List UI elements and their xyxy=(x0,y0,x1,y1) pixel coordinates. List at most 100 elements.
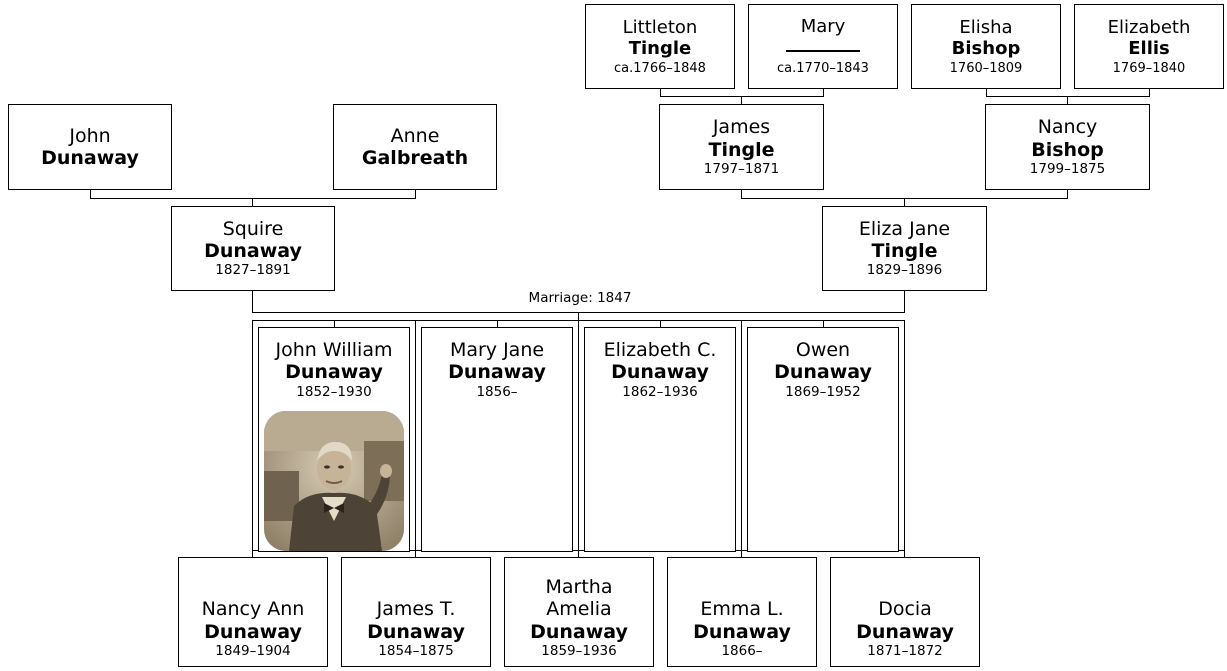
person-box-emma-l-dunaway[interactable]: Emma L. Dunaway 1866– xyxy=(667,557,817,667)
person-box-littleton-tingle[interactable]: Littleton Tingle ca.1766–1848 xyxy=(585,4,735,89)
life-dates: 1827–1891 xyxy=(215,262,291,279)
person-box-james-tingle[interactable]: James Tingle 1797–1871 xyxy=(659,104,824,190)
connector xyxy=(904,290,905,312)
given-name: John xyxy=(69,124,111,147)
given-name: Squire xyxy=(222,217,284,240)
connector xyxy=(741,550,742,558)
life-dates: 1852–1930 xyxy=(296,383,372,400)
given-name: Nancy Ann xyxy=(201,598,305,621)
person-box-nancy-bishop[interactable]: Nancy Bishop 1799–1875 xyxy=(985,104,1150,190)
given-name: Owen xyxy=(795,339,851,361)
connector xyxy=(986,96,1150,97)
given-name: Emma L. xyxy=(700,598,784,621)
life-dates: ca.1770–1843 xyxy=(777,61,869,77)
children-frame xyxy=(252,320,905,551)
life-dates: 1866– xyxy=(721,643,763,660)
surname: Bishop xyxy=(951,38,1021,60)
surname: Dunaway xyxy=(204,240,302,263)
connector xyxy=(252,290,253,312)
person-box-mary[interactable]: Mary ca.1770–1843 xyxy=(748,4,898,89)
connector xyxy=(90,189,91,198)
connector xyxy=(741,96,742,104)
given-name: Elisha xyxy=(959,17,1013,39)
given-name: James T. xyxy=(376,598,456,621)
connector xyxy=(415,189,416,198)
person-box-james-t-dunaway[interactable]: James T. Dunaway 1854–1875 xyxy=(341,557,491,667)
surname: Dunaway xyxy=(530,620,628,643)
surname: Dunaway xyxy=(41,147,139,169)
person-box-elizabeth-ellis[interactable]: Elizabeth Ellis 1769–1840 xyxy=(1074,4,1224,89)
given-name: Littleton xyxy=(622,17,698,39)
life-dates: 1869–1952 xyxy=(785,383,861,400)
connector xyxy=(904,198,905,206)
connector xyxy=(823,88,824,96)
given-name: Elizabeth C. xyxy=(603,339,717,361)
connector xyxy=(497,320,498,328)
life-dates: 1854–1875 xyxy=(378,643,454,660)
connector xyxy=(660,88,661,96)
surname: Dunaway xyxy=(204,620,302,643)
life-dates: ca.1766–1848 xyxy=(614,60,706,76)
connector xyxy=(1067,96,1068,104)
person-box-martha-amelia-dunaway[interactable]: Martha Amelia Dunaway 1859–1936 xyxy=(504,557,654,667)
life-dates: 1862–1936 xyxy=(622,383,698,400)
life-dates: 1859–1936 xyxy=(541,643,617,660)
connector xyxy=(1067,189,1068,198)
given-name-line1: Martha xyxy=(545,575,613,598)
person-box-docia-dunaway[interactable]: Docia Dunaway 1871–1872 xyxy=(830,557,980,667)
person-box-elizabeth-c-dunaway[interactable]: Elizabeth C. Dunaway 1862–1936 xyxy=(584,327,736,552)
surname: Dunaway xyxy=(285,361,383,384)
life-dates: 1849–1904 xyxy=(215,643,291,660)
given-name: Nancy xyxy=(1037,116,1098,139)
connector xyxy=(660,96,824,97)
given-name: Eliza Jane xyxy=(858,217,951,240)
given-name: Mary xyxy=(800,16,846,38)
marriage-label: Marriage: 1847 xyxy=(500,290,660,306)
connector xyxy=(823,320,824,328)
person-box-anne-galbreath[interactable]: Anne Galbreath xyxy=(333,104,497,190)
connector xyxy=(986,88,987,96)
given-name: Docia xyxy=(878,598,932,621)
connector xyxy=(90,198,416,199)
given-name: John William xyxy=(275,339,393,361)
life-dates: 1829–1896 xyxy=(866,262,943,279)
person-box-john-william-dunaway[interactable]: John William Dunaway 1852–1930 xyxy=(258,327,410,552)
person-box-elisha-bishop[interactable]: Elisha Bishop 1760–1809 xyxy=(911,4,1061,89)
given-name: Elizabeth xyxy=(1107,17,1191,39)
surname: Dunaway xyxy=(693,620,791,643)
person-box-owen-dunaway[interactable]: Owen Dunaway 1869–1952 xyxy=(747,327,899,552)
life-dates: 1760–1809 xyxy=(949,60,1023,76)
frame-divider xyxy=(415,320,416,551)
person-box-mary-jane-dunaway[interactable]: Mary Jane Dunaway 1856– xyxy=(421,327,573,552)
connector xyxy=(1149,88,1150,96)
life-dates: 1871–1872 xyxy=(867,643,943,660)
surname: Galbreath xyxy=(361,147,469,169)
frame-divider xyxy=(741,320,742,551)
given-name-line2: Amelia xyxy=(546,598,612,621)
connector xyxy=(578,312,579,558)
surname: Dunaway xyxy=(367,620,465,643)
person-box-eliza-jane-tingle[interactable]: Eliza Jane Tingle 1829–1896 xyxy=(822,206,987,291)
connector xyxy=(252,198,253,206)
surname: Dunaway xyxy=(448,361,546,384)
life-dates: 1799–1875 xyxy=(1029,160,1106,177)
connector xyxy=(334,320,335,328)
given-name: James xyxy=(712,116,771,139)
person-box-john-dunaway[interactable]: John Dunaway xyxy=(8,104,172,190)
surname: Tingle xyxy=(871,240,938,263)
connector xyxy=(660,320,661,328)
unknown-surname-line xyxy=(786,37,860,53)
life-dates: 1797–1871 xyxy=(703,160,780,177)
surname: Ellis xyxy=(1128,38,1170,60)
connector xyxy=(415,550,416,558)
person-box-squire-dunaway[interactable]: Squire Dunaway 1827–1891 xyxy=(171,206,335,291)
surname: Dunaway xyxy=(774,361,872,384)
connector xyxy=(741,189,742,198)
surname: Dunaway xyxy=(611,361,709,384)
life-dates: 1856– xyxy=(476,383,518,400)
portrait-photo[interactable] xyxy=(264,410,404,551)
surname: Bishop xyxy=(1031,138,1104,161)
person-box-nancy-ann-dunaway[interactable]: Nancy Ann Dunaway 1849–1904 xyxy=(178,557,328,667)
surname: Tingle xyxy=(708,138,775,161)
surname: Dunaway xyxy=(856,620,954,643)
